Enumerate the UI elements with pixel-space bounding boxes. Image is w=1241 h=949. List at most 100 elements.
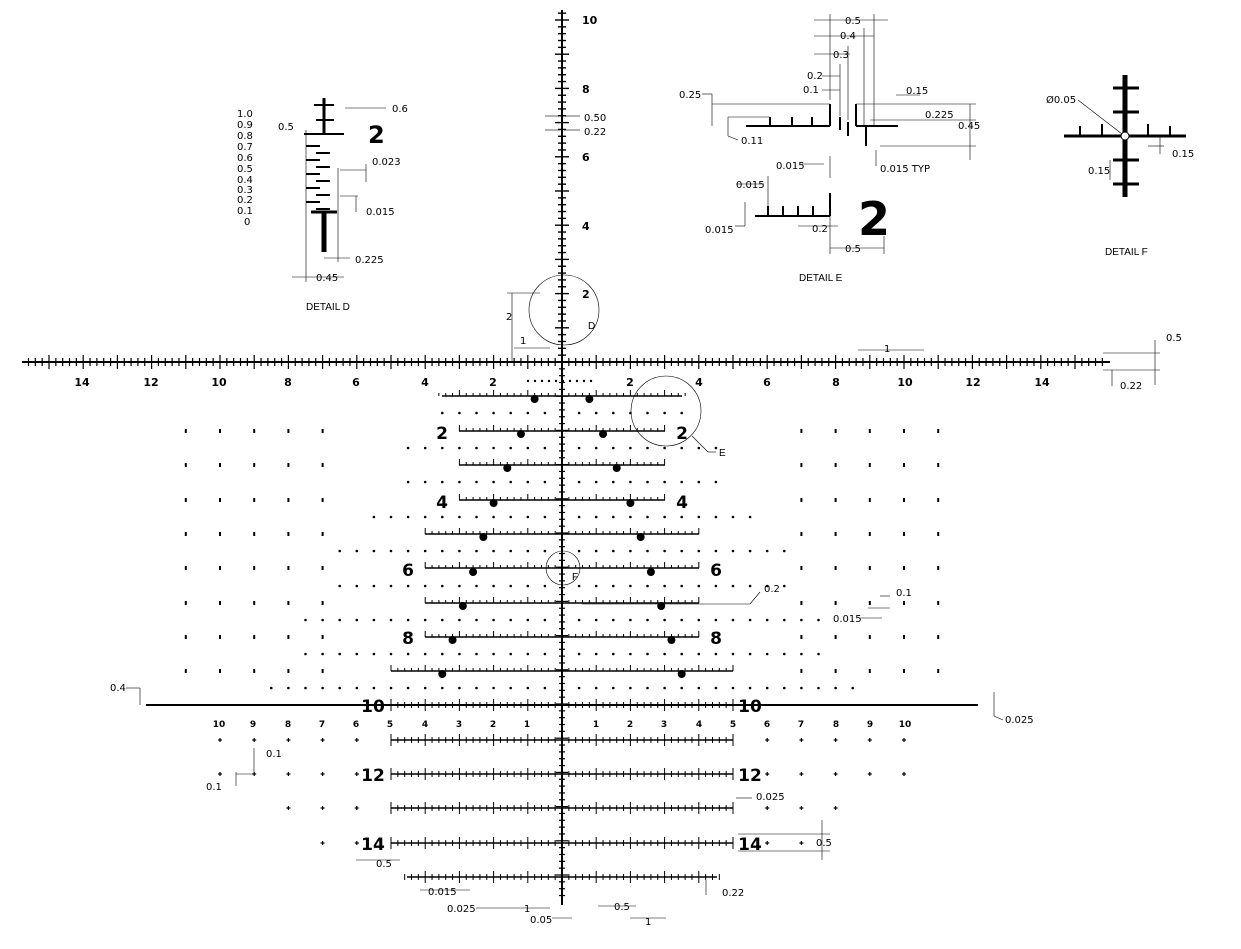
reticle-dot xyxy=(817,652,820,656)
reticle-dot xyxy=(406,446,410,450)
reticle-dot xyxy=(526,584,530,588)
reticle-dot xyxy=(731,618,735,622)
reticle-dot xyxy=(372,686,376,690)
bar-scale-r9: 9 xyxy=(867,720,873,730)
reticle-dot xyxy=(663,446,666,450)
reticle-dot xyxy=(697,652,701,656)
detail-d-scale-09: 0.9 xyxy=(237,120,253,131)
callout-f-label: F xyxy=(572,572,578,583)
reticle-dot xyxy=(441,515,444,519)
top-label-4: 4 xyxy=(582,220,590,233)
reticle-dot xyxy=(594,686,598,690)
reticle-dot xyxy=(731,686,735,690)
reticle-dot xyxy=(714,584,718,588)
reticle-dot xyxy=(492,480,495,484)
h-label-2l: 2 xyxy=(489,376,497,389)
reticle-dot xyxy=(680,411,683,415)
vertical-ticks xyxy=(555,12,569,897)
dim-low-01b: 0.1 xyxy=(206,782,222,793)
h-label-8l: 8 xyxy=(284,376,292,389)
reticle-dot xyxy=(612,515,615,519)
reticle-dot xyxy=(800,652,803,656)
reticle-dot xyxy=(543,515,547,519)
reticle-dot xyxy=(697,515,701,519)
reticle-dot xyxy=(577,686,581,690)
reticle-dot xyxy=(783,618,786,622)
reticle-dot xyxy=(677,670,686,678)
detail-d: 2 1.0 0.9 0.8 0.7 0.6 0.5 0.4 0.3 0.2 0.… xyxy=(237,98,408,313)
reticle-dot xyxy=(765,618,769,622)
reticle-dot xyxy=(577,515,581,519)
reticle-dot xyxy=(663,549,666,553)
reticle-dot xyxy=(748,515,752,519)
bar-scale-r8: 8 xyxy=(833,720,839,730)
reticle-dot xyxy=(492,549,495,553)
reticle-dot xyxy=(629,618,632,622)
side-2-right: 2 xyxy=(676,424,688,444)
callout-e-label: E xyxy=(719,448,726,459)
side-10-right: 10 xyxy=(738,697,762,717)
bar-scale-r5: 5 xyxy=(730,720,736,730)
reticle-dot xyxy=(765,584,769,588)
bar-scale-l8: 8 xyxy=(285,720,291,730)
reticle-dot xyxy=(585,395,594,403)
reticle-dot xyxy=(577,446,581,450)
reticle-dot xyxy=(503,464,512,472)
reticle-dot xyxy=(509,549,512,553)
detail-e-d015: 0.15 xyxy=(906,86,928,97)
reticle-dot xyxy=(594,652,598,656)
reticle-dot xyxy=(355,652,359,656)
reticle-dot xyxy=(612,464,621,472)
reticle-dot xyxy=(714,515,718,519)
reticle-dot xyxy=(629,686,632,690)
reticle-dot xyxy=(338,618,342,622)
reticle-dot xyxy=(568,379,572,383)
detail-e-d05b: 0.5 xyxy=(845,244,861,255)
side-12-left: 12 xyxy=(361,766,385,786)
reticle-dot xyxy=(509,515,512,519)
bar-scale-l2: 2 xyxy=(490,720,496,730)
reticle-dot xyxy=(389,584,393,588)
reticle-dot xyxy=(458,602,467,610)
h-label-6l: 6 xyxy=(352,376,360,389)
detail-d-scale-0: 0 xyxy=(244,217,250,228)
reticle-dot xyxy=(594,446,598,450)
reticle-dot xyxy=(800,618,803,622)
reticle-dot xyxy=(372,652,376,656)
reticle-dot xyxy=(543,652,547,656)
dim-circle-2: 2 xyxy=(506,312,512,323)
reticle-dot xyxy=(582,379,586,383)
h-label-4r: 4 xyxy=(695,376,703,389)
reticle-dot xyxy=(577,549,581,553)
bar-scale-r4: 4 xyxy=(696,720,702,730)
reticle-dot xyxy=(629,652,632,656)
detail-d-scale-01: 0.1 xyxy=(237,206,253,217)
side-8-right: 8 xyxy=(710,629,722,649)
h-label-4l: 4 xyxy=(421,376,429,389)
reticle-dot xyxy=(458,480,461,484)
callout-circle-d xyxy=(528,274,600,346)
h-label-14l: 14 xyxy=(74,376,90,389)
detail-e-number: 2 xyxy=(858,192,890,246)
reticle-dot xyxy=(612,411,615,415)
reticle-dot xyxy=(663,411,666,415)
detail-e-d04: 0.4 xyxy=(840,31,856,42)
reticle-dot xyxy=(629,584,632,588)
bar-scale-l5: 5 xyxy=(387,720,393,730)
reticle-dot xyxy=(817,618,820,622)
bar-scale-r10: 10 xyxy=(899,720,912,730)
reticle-dot xyxy=(612,584,615,588)
bar-scale-l3: 3 xyxy=(456,720,462,730)
reticle-dot xyxy=(492,515,495,519)
bar-scale-r2: 2 xyxy=(627,720,633,730)
reticle-dot xyxy=(577,618,581,622)
horizontal-ticks xyxy=(27,355,1103,369)
bar-scale-r1: 1 xyxy=(593,720,599,730)
h-label-6r: 6 xyxy=(763,376,771,389)
reticle-dot xyxy=(321,686,324,690)
reticle-dot xyxy=(458,411,461,415)
reticle-dot xyxy=(543,584,547,588)
reticle-dot xyxy=(765,686,769,690)
reticle-dot xyxy=(680,618,683,622)
